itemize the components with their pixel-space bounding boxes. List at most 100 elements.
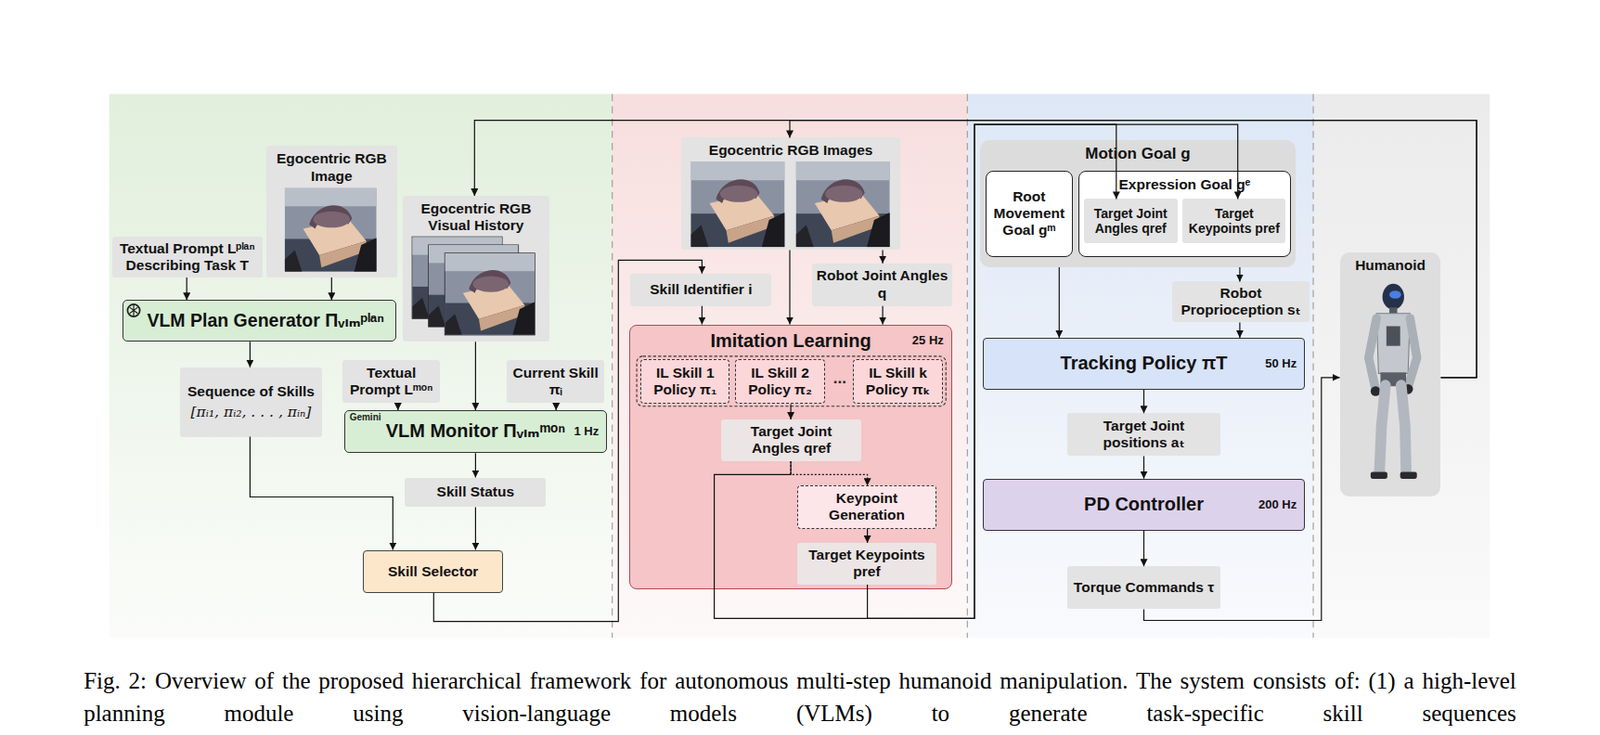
image-frame bbox=[444, 253, 535, 336]
goal-box: Root Movement Goal gᵐ bbox=[985, 170, 1072, 258]
data-box: Target Joint Angles qref bbox=[1083, 198, 1178, 243]
openai-logo bbox=[129, 304, 139, 317]
node-text: Target Joint Angles qref bbox=[1087, 206, 1175, 237]
flow-arrow bbox=[433, 259, 702, 621]
skill-group-bracket bbox=[636, 356, 946, 407]
flow-arrow bbox=[475, 506, 477, 550]
selector-box: Skill Selector bbox=[362, 550, 504, 594]
flow-arrow bbox=[881, 306, 883, 325]
vlm-box: VLM Monitor Πᵥₗₘᵐᵒⁿ1 Hz bbox=[344, 410, 608, 453]
node-text: Keypoint Generation bbox=[801, 490, 933, 525]
node-text: Robot Proprioception sₜ bbox=[1175, 284, 1305, 320]
flow-arrow bbox=[475, 452, 477, 478]
camera-image bbox=[690, 161, 785, 247]
flow-arrow bbox=[475, 341, 477, 411]
module-box: Imitation Learning25 HzIL Skill 1 Policy… bbox=[629, 324, 952, 591]
input-box: Robot Joint Angles q bbox=[812, 263, 953, 307]
node-text: Textual Prompt Lᵐᵒⁿ bbox=[346, 364, 436, 400]
band-divider bbox=[967, 93, 968, 638]
input-box: Textual Prompt Lᵖˡᵃⁿ Describing Task T bbox=[112, 236, 263, 278]
robot-band bbox=[1313, 93, 1490, 638]
flow-arrow bbox=[1143, 530, 1145, 568]
node-text: Sequence of Skills bbox=[187, 383, 315, 400]
process-box: Keypoint Generation bbox=[797, 485, 938, 529]
flow-arrow bbox=[790, 461, 868, 486]
node-text: VLM Plan Generator Πᵥₗₘᵖˡᵃⁿ bbox=[146, 309, 385, 332]
camera-image bbox=[284, 187, 377, 271]
node-text: Target Keypoints pref bbox=[800, 546, 934, 581]
flow-arrow bbox=[867, 124, 1239, 619]
node-text: Target Joint Angles qref bbox=[724, 423, 858, 458]
flow-arrow bbox=[1058, 267, 1060, 338]
node-text: Skill Selector bbox=[387, 563, 478, 581]
controller-box: PD Controller 200 Hz bbox=[982, 478, 1305, 531]
input-box: Textual Prompt Lᵐᵒⁿ bbox=[342, 360, 439, 403]
node-text: PD Controller bbox=[1083, 493, 1204, 517]
node-text: Torque Commands τ bbox=[1073, 579, 1214, 596]
flow-arrow bbox=[1143, 389, 1145, 413]
flow-arrow bbox=[249, 341, 251, 368]
flow-arrow bbox=[1238, 267, 1240, 283]
history-image bbox=[444, 253, 535, 336]
rate-label: 50 Hz bbox=[1264, 356, 1297, 371]
data-box: Sequence of Skills [πᵢ₁, πᵢ₂, . . . , πᵢₙ… bbox=[180, 367, 323, 438]
band-divider bbox=[611, 93, 613, 638]
node-text: Current Skill πᵢ bbox=[510, 364, 600, 400]
goal-box: Expression Goal gᵉTarget Joint Angles qr… bbox=[1078, 170, 1291, 258]
node-text: Motion Goal g bbox=[1084, 144, 1190, 164]
openai-logo bbox=[127, 304, 140, 317]
flow-arrow bbox=[474, 120, 1477, 378]
planning-band bbox=[109, 93, 613, 638]
control-band bbox=[967, 93, 1314, 638]
flow-arrow bbox=[1144, 377, 1341, 621]
data-box: Target Joint positions aₜ bbox=[1067, 412, 1221, 456]
node-text: Target Joint positions aₜ bbox=[1070, 417, 1217, 452]
group-box: Motion Goal g Root Movement Goal gᵐExpres… bbox=[980, 140, 1297, 268]
input-box: Current Skill πᵢ bbox=[506, 360, 604, 403]
node-text: Humanoid bbox=[1354, 257, 1426, 274]
policy-box: Tracking Policy πT 50 Hz bbox=[982, 337, 1305, 390]
figure-caption: Fig. 2: Overview of the proposed hierarc… bbox=[83, 664, 1517, 730]
rate-label: 200 Hz bbox=[1258, 497, 1297, 512]
flow-arrow bbox=[249, 437, 393, 551]
node-text: Target Keypoints pref bbox=[1186, 206, 1282, 237]
flow-arrow bbox=[1143, 456, 1145, 479]
node-text: Egocentric RGB Visual History bbox=[406, 200, 545, 235]
flow-arrow bbox=[866, 529, 868, 543]
logo-text: Gemini bbox=[340, 411, 390, 424]
node-formula: [πᵢ₁, πᵢ₂, . . . , πᵢₙ] bbox=[191, 403, 312, 421]
node-text: Egocentric RGB Images bbox=[709, 141, 874, 159]
node-text: IL Skill 2 Policy π₂ bbox=[739, 364, 822, 400]
node-text: IL Skill 1 Policy π₁ bbox=[645, 364, 725, 400]
flow-arrow bbox=[397, 402, 399, 411]
camera-image bbox=[796, 161, 891, 247]
policy-box: IL Skill k Policy πₖ bbox=[852, 359, 943, 404]
node-text: Robot Joint Angles q bbox=[815, 267, 949, 302]
vlm-box: VLM Plan Generator Πᵥₗₘᵖˡᵃⁿ bbox=[122, 299, 397, 342]
node-text: Root Movement Goal gᵐ bbox=[990, 188, 1068, 240]
data-box: Target Keypoints pref bbox=[1182, 198, 1286, 243]
skill-band bbox=[612, 93, 968, 638]
node-text: Tracking Policy πT bbox=[1060, 352, 1228, 375]
node-text: Skill Status bbox=[437, 483, 516, 501]
flow-arrow bbox=[701, 306, 703, 325]
flow-arrow bbox=[186, 277, 188, 300]
policy-box: IL Skill 2 Policy π₂ bbox=[735, 359, 826, 404]
node-text: Textual Prompt Lᵖˡᵃⁿ Describing Task T bbox=[116, 240, 259, 275]
rate-label: 1 Hz bbox=[573, 424, 599, 439]
flow-arrow bbox=[788, 249, 790, 324]
flow-arrow bbox=[881, 249, 883, 263]
input-box: Skill Identifier i bbox=[630, 273, 772, 307]
data-box: Target Joint Angles qref bbox=[721, 419, 862, 462]
ellipsis: ... bbox=[826, 367, 854, 390]
band-divider bbox=[1312, 93, 1314, 638]
rate-label: 25 Hz bbox=[912, 333, 944, 348]
node-text: Skill Identifier i bbox=[649, 281, 752, 298]
data-box: Torque Commands τ bbox=[1067, 566, 1221, 609]
node-text: Egocentric RGB Image bbox=[270, 150, 394, 185]
